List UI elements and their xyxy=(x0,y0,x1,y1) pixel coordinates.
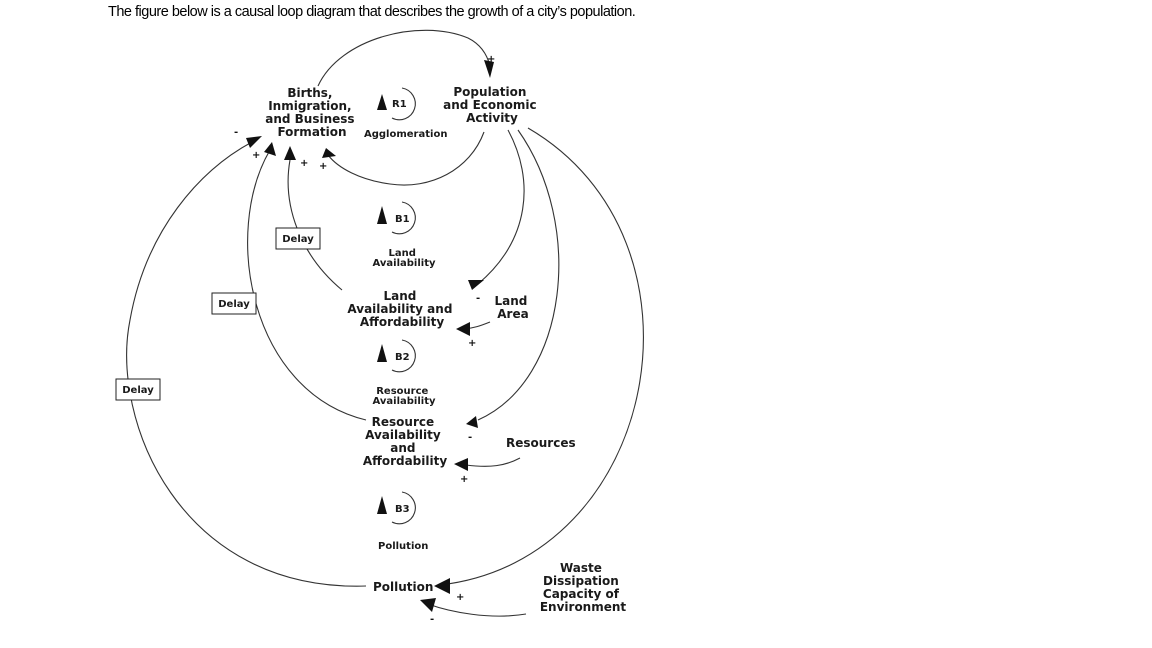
node-resources: Resources xyxy=(506,436,576,450)
svg-text:B2: B2 xyxy=(395,352,410,363)
arrowhead xyxy=(484,60,494,78)
arrowhead xyxy=(468,280,484,290)
node-births-inmigration-business: Births, Inmigration, and Business Format… xyxy=(265,86,359,139)
edge-population-to-land-afford xyxy=(477,129,525,285)
edge-land-afford-to-births xyxy=(287,159,343,291)
svg-text:Delay: Delay xyxy=(218,299,250,310)
node-land-availability-affordability: Land Availability and Affordability xyxy=(347,289,456,329)
edge-births-to-population xyxy=(317,29,491,87)
node-resource-availability-affordability: Resource Availability and Affordability xyxy=(363,415,448,468)
svg-text:R1: R1 xyxy=(392,99,407,110)
svg-text:Delay: Delay xyxy=(282,234,314,245)
delay-box-inner: Delay xyxy=(275,227,321,250)
node-land-area: Land Area xyxy=(494,294,531,321)
polarity-plus: + xyxy=(319,161,327,172)
polarity-plus: + xyxy=(300,158,308,169)
edge-resources-to-resource-afford xyxy=(465,457,521,467)
polarity-plus: + xyxy=(460,474,468,485)
node-population-economic-activity: Population and Economic Activity xyxy=(443,85,541,125)
edge-waste-to-pollution xyxy=(427,603,527,617)
node-waste-dissipation-capacity: Waste Dissipation Capacity of Environmen… xyxy=(540,561,627,614)
loop-marker-b2: B2 xyxy=(377,339,416,373)
node-pollution: Pollution xyxy=(373,580,433,594)
intro-text: The figure below is a causal loop diagra… xyxy=(108,4,636,20)
polarity-plus: + xyxy=(487,54,495,65)
polarity-minus: - xyxy=(476,293,480,304)
loop-marker-r1: R1 xyxy=(377,87,416,121)
arrowhead xyxy=(284,146,296,160)
arrowhead xyxy=(420,598,436,612)
svg-text:Delay: Delay xyxy=(122,385,154,396)
polarity-plus: + xyxy=(468,338,476,349)
polarity-plus: + xyxy=(252,150,260,161)
arrowhead xyxy=(456,322,470,336)
loop-marker-b1: B1 xyxy=(377,201,416,235)
delay-box-middle: Delay xyxy=(211,292,257,315)
arrowhead xyxy=(434,578,450,594)
arrowhead xyxy=(322,148,336,158)
loop-marker-b3: B3 xyxy=(377,491,416,525)
loop-name-agglomeration: Agglomeration xyxy=(364,129,447,140)
arrowhead xyxy=(454,458,468,471)
loop-name-resource-availability: Resource Availability xyxy=(373,386,436,407)
polarity-minus: - xyxy=(468,432,472,443)
edge-resource-afford-to-births xyxy=(247,149,367,421)
loop-name-land-availability: Land Availability xyxy=(373,248,436,269)
polarity-plus: + xyxy=(456,592,464,603)
polarity-minus: - xyxy=(234,127,238,138)
edge-population-to-resource-afford xyxy=(477,129,560,421)
edge-population-to-births xyxy=(327,131,485,186)
svg-text:B3: B3 xyxy=(395,504,410,515)
svg-text:B1: B1 xyxy=(395,214,410,225)
edge-pollution-to-births xyxy=(126,141,367,587)
arrowhead xyxy=(264,142,276,156)
delay-box-outer: Delay xyxy=(115,378,161,401)
arrowhead xyxy=(246,136,262,148)
polarity-minus: - xyxy=(430,614,434,625)
arrowhead xyxy=(466,416,478,428)
edge-population-to-pollution xyxy=(439,127,644,586)
loop-name-pollution: Pollution xyxy=(378,541,428,552)
